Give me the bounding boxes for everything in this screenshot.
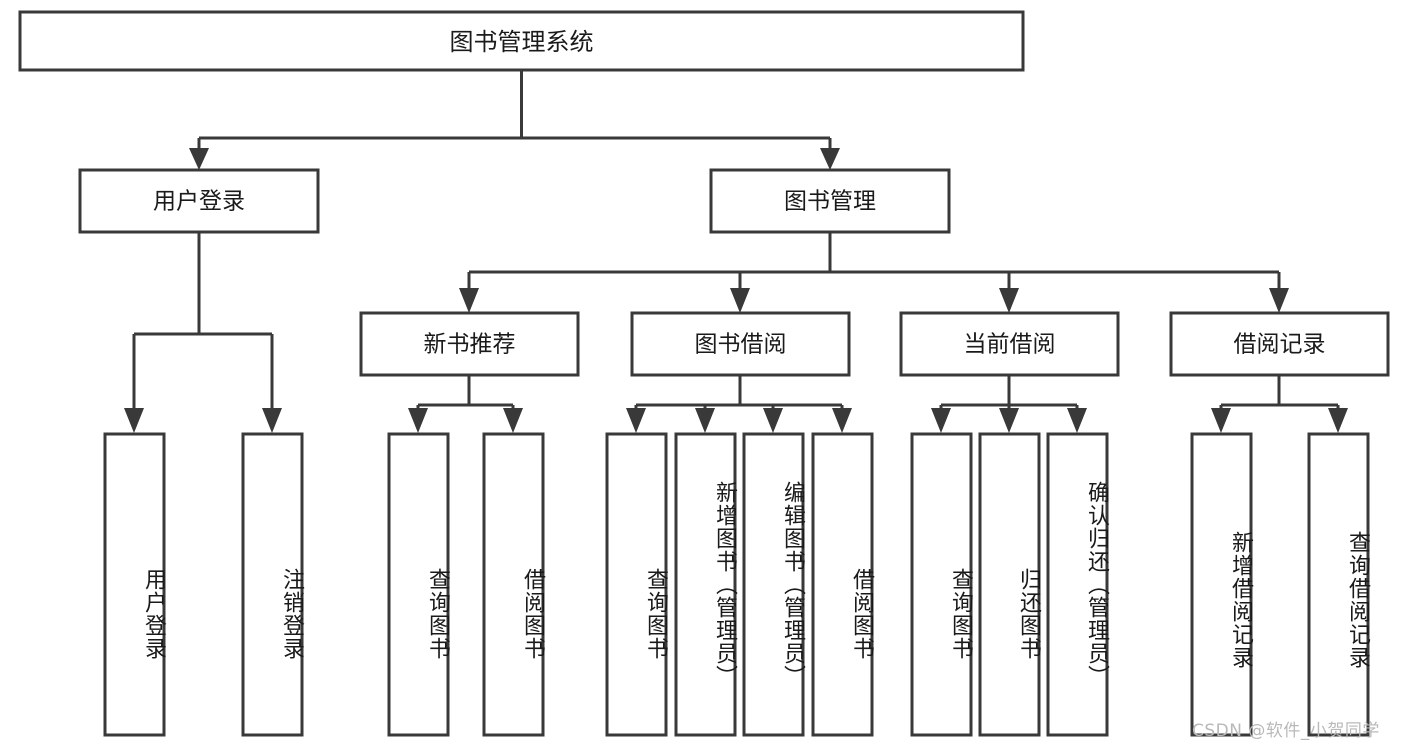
arrow-to-leaf-borrow-lend (832, 408, 852, 433)
node-login[interactable]: 用户登录 (78, 168, 320, 234)
node-bookmgmt[interactable]: 图书管理 (709, 168, 951, 234)
node-records-box[interactable] (1169, 311, 1390, 377)
arrow-to-current (999, 288, 1019, 313)
node-leaf-borrow-query-box[interactable] (605, 432, 668, 737)
node-current-box[interactable] (899, 311, 1120, 377)
node-borrow-label: 图书借阅 (695, 332, 787, 358)
node-borrow-box[interactable] (630, 311, 851, 377)
node-root[interactable]: 图书管理系统 (18, 10, 1025, 72)
node-leaf-borrow-add-box[interactable] (674, 432, 737, 737)
arrow-to-leaf-borrow-edit (763, 408, 783, 433)
arrow-to-leaf-cur-query (931, 408, 951, 433)
arrow-to-leaf-borrow-add (695, 408, 715, 433)
node-leaf-new-borrow-box[interactable] (482, 432, 545, 737)
node-leaf-borrow-lend-box[interactable] (811, 432, 874, 737)
csdn-watermark: CSDN @软件_小贺同学 (1192, 721, 1380, 741)
arrow-to-leaf-new-query (408, 408, 428, 433)
arrow-to-leaf-rec-query (1328, 408, 1348, 433)
leaf-box-group (103, 432, 1370, 737)
node-root-box[interactable] (18, 10, 1025, 72)
node-leaf-user-logout-box[interactable] (241, 432, 304, 737)
arrow-to-bookmgmt (820, 148, 840, 170)
node-leaf-borrow-edit-box[interactable] (742, 432, 805, 737)
node-current-label: 当前借阅 (964, 332, 1056, 358)
arrow-to-leaf-cur-return (999, 408, 1019, 433)
node-leaf-rec-query-box[interactable] (1307, 432, 1370, 737)
node-newbook-label: 新书推荐 (424, 332, 516, 358)
node-leaf-cur-query-box[interactable] (910, 432, 973, 737)
node-leaf-new-query-box[interactable] (387, 432, 450, 737)
arrow-to-leaf-rec-add (1211, 408, 1231, 433)
node-login-box[interactable] (78, 168, 320, 234)
arrow-to-login (189, 148, 209, 170)
node-bookmgmt-box[interactable] (709, 168, 951, 234)
node-root-label: 图书管理系统 (450, 28, 594, 56)
node-borrow[interactable]: 图书借阅 (630, 311, 851, 377)
node-leaf-cur-confirm-box[interactable] (1046, 432, 1109, 737)
node-records-label: 借阅记录 (1234, 332, 1326, 358)
arrow-to-leaf-user-login (124, 408, 144, 433)
node-login-label: 用户登录 (153, 189, 245, 215)
arrow-to-newbook (459, 288, 479, 313)
node-leaf-rec-add-box[interactable] (1190, 432, 1253, 737)
node-leaf-cur-return-box[interactable] (978, 432, 1041, 737)
connector-group (124, 71, 1348, 433)
node-records[interactable]: 借阅记录 (1169, 311, 1390, 377)
node-leaf-user-login-box[interactable] (103, 432, 166, 737)
arrow-to-leaf-new-borrow (503, 408, 523, 433)
arrow-to-records (1269, 288, 1289, 313)
arrow-to-borrow (730, 288, 750, 313)
node-newbook[interactable]: 新书推荐 (359, 311, 580, 377)
node-bookmgmt-label: 图书管理 (784, 189, 876, 215)
node-newbook-box[interactable] (359, 311, 580, 377)
arrow-to-leaf-borrow-query (626, 408, 646, 433)
arrow-to-leaf-cur-confirm (1067, 408, 1087, 433)
arrow-to-leaf-user-logout (262, 408, 282, 433)
node-current[interactable]: 当前借阅 (899, 311, 1120, 377)
